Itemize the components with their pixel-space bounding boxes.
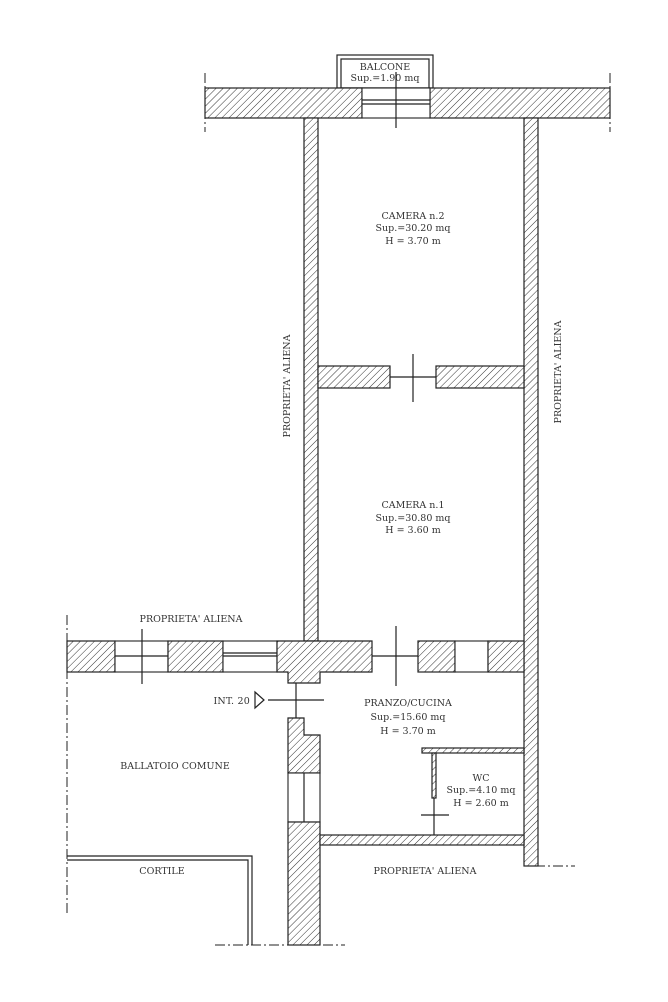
lower-wall (66, 626, 525, 686)
camera1-height: H = 3.60 m (385, 525, 440, 536)
right-wall (523, 117, 539, 867)
cortile-outline (67, 855, 253, 945)
left-wall (303, 117, 319, 642)
middle-wall (317, 354, 525, 402)
ballatoio-label: BALLATOIO COMUNE (120, 761, 230, 772)
proprieta-top-left: PROPRIETA' ALIENA (140, 614, 243, 625)
camera1-area: Sup.=30.80 mq (376, 513, 451, 524)
wc-height: H = 2.60 m (453, 798, 508, 809)
cortile-label: CORTILE (139, 866, 184, 877)
proprieta-left: PROPRIETA' ALIENA (282, 334, 293, 437)
entrance-door (254, 683, 324, 718)
balcone-name: BALCONE (360, 62, 411, 73)
top-wall (204, 72, 611, 128)
pranzo-name: PRANZO/CUCINA (364, 698, 452, 709)
camera2-name: CAMERA n.2 (381, 211, 444, 222)
proprieta-bottom: PROPRIETA' ALIENA (374, 866, 477, 877)
pranzo-height: H = 3.70 m (380, 726, 435, 737)
corridor-wall (287, 717, 525, 946)
pranzo-area: Sup.=15.60 mq (371, 712, 446, 723)
camera2-area: Sup.=30.20 mq (376, 223, 451, 234)
balcone-area: Sup.=1.90 mq (351, 73, 420, 84)
camera1-name: CAMERA n.1 (381, 500, 444, 511)
proprieta-right: PROPRIETA' ALIENA (553, 320, 564, 423)
wc-walls (421, 747, 525, 835)
wc-name: WC (472, 773, 489, 784)
camera2-height: H = 3.70 m (385, 236, 440, 247)
wc-area: Sup.=4.10 mq (447, 785, 516, 796)
entrance-label: INT. 20 (213, 696, 250, 707)
